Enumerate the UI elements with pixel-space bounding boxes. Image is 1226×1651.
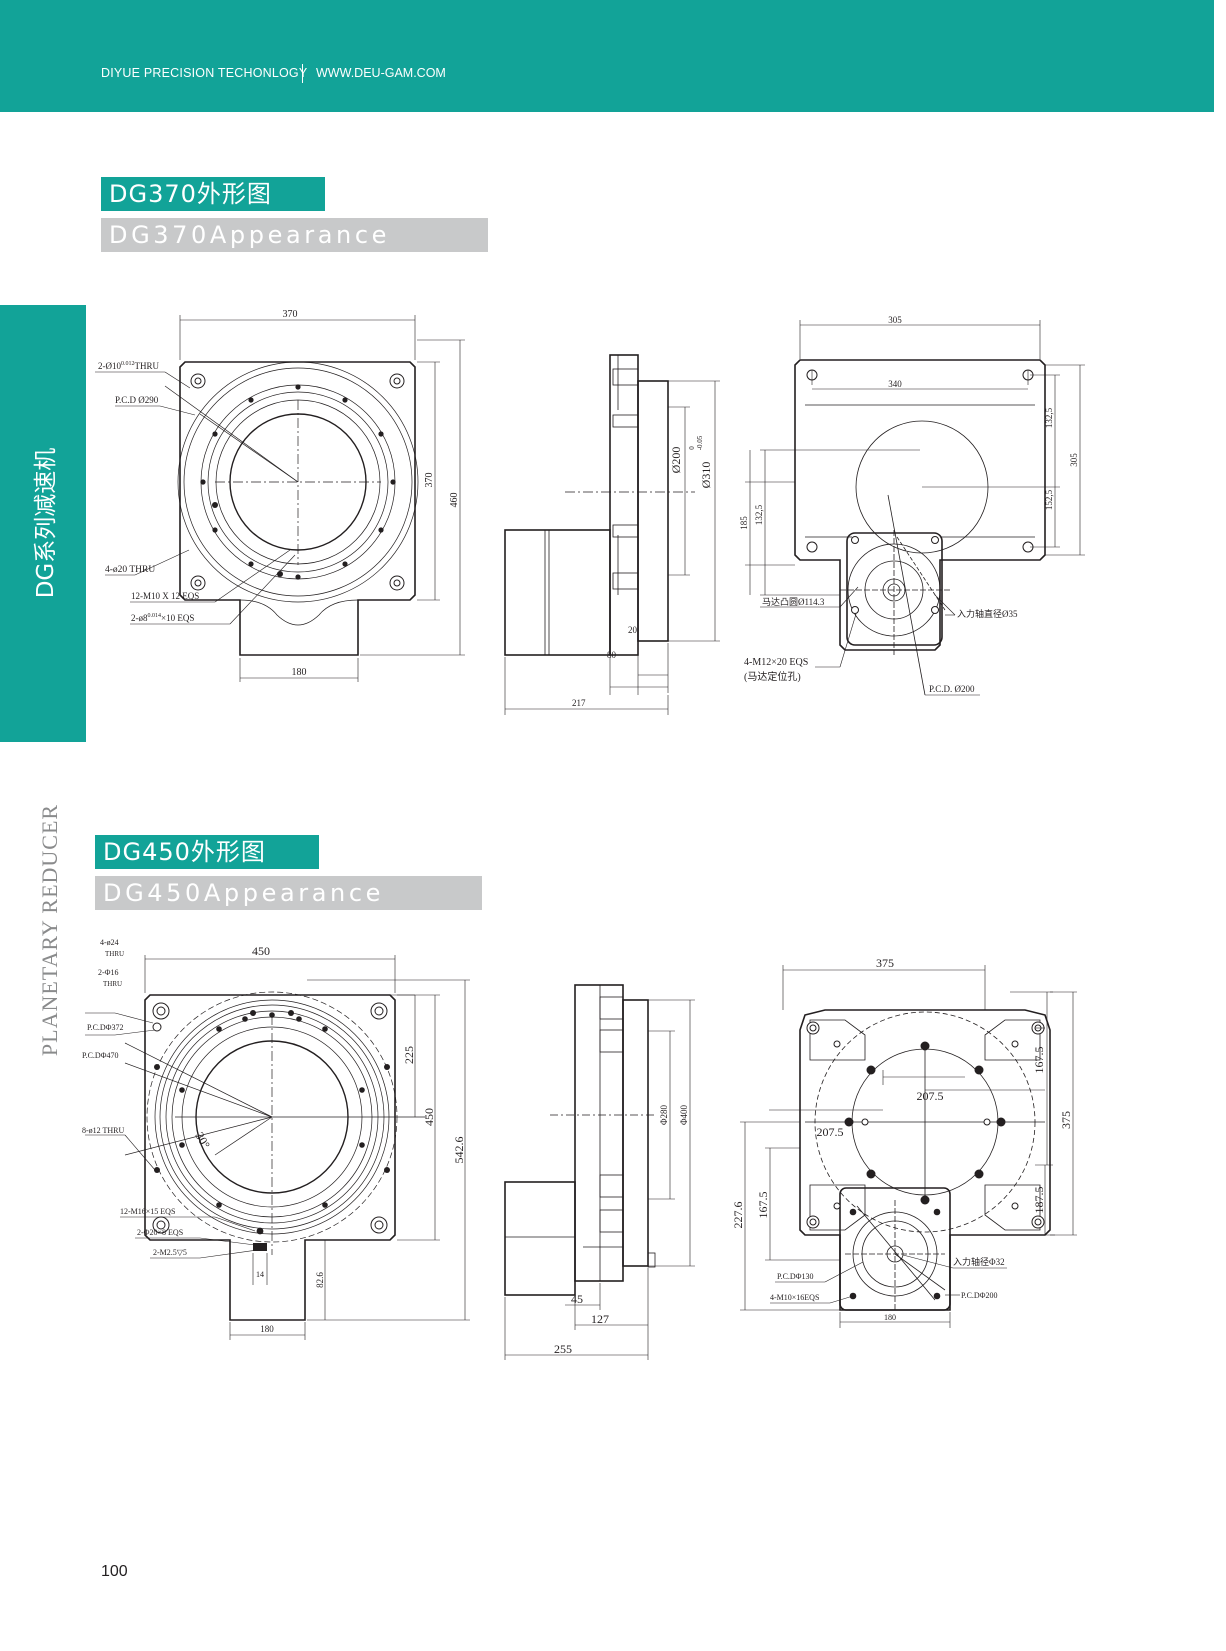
dg370-label-motor-holes-note: (马达定位孔) — [744, 670, 801, 683]
dg370-front-view: 370 370 460 180 2-Ø100.012THRU P.C.D Ø29… — [95, 309, 465, 682]
header-bar: DIYUE PRECISION TECHONLOGY WWW.DEU-GAM.C… — [0, 0, 1214, 112]
dg450-label-tapped: 12-M16×15 EQS — [120, 1207, 175, 1216]
side-tab: DG系列减速机 — [0, 305, 86, 742]
dg370-dim-width: 370 — [283, 309, 298, 320]
dg450-label-tapped: 4-M10×16EQS — [770, 1293, 819, 1302]
dg450-back-dim-227: 227.6 — [731, 1202, 745, 1229]
website-link[interactable]: WWW.DEU-GAM.COM — [316, 66, 446, 80]
dg370-back-dim-132-top: 132,5 — [1044, 407, 1054, 428]
dg450-back-dim-180: 180 — [884, 1313, 896, 1322]
dg450-label-holes-24-thru: THRU — [105, 950, 124, 958]
dg370-back-dim-185: 185 — [739, 516, 749, 530]
header-divider — [302, 64, 303, 83]
dg450-dim-255: 255 — [554, 1342, 572, 1356]
dg370-label-input-shaft: 入力轴直径Ø35 — [957, 608, 1018, 619]
dg450-dim-dia-280: Φ280 — [659, 1104, 669, 1125]
dg370-label-tapped: 12-M10 X 12 EQS — [131, 591, 199, 601]
dg450-label-small-tap: 2-M2.5▽5 — [153, 1248, 187, 1257]
dg370-dim-217: 217 — [572, 698, 586, 708]
dg450-label-holes-16: 2-Φ16 — [98, 968, 119, 977]
dg370-label-pcd: P.C.D Ø290 — [115, 395, 159, 405]
dg370-side-view: Ø200 Ø310 0 -0.05 20 80 217 — [504, 354, 720, 715]
dg370-back-dim-305-vertical: 305 — [1069, 453, 1079, 467]
dg450-dim-14: 14 — [256, 1270, 264, 1279]
dg370-back-dim-340: 340 — [888, 379, 902, 389]
dg450-back-dim-207-top: 207.5 — [917, 1089, 944, 1103]
dg450-dim-450: 450 — [422, 1108, 436, 1126]
side-vertical-text: PLANETARY REDUCER — [37, 803, 62, 1057]
side-tab-label: DG系列减速机 — [33, 447, 59, 599]
dg450-back-dim-375-vertical: 375 — [1059, 1111, 1073, 1129]
dg370-label-pin-holes: 2-Ø100.012THRU — [98, 361, 160, 371]
dg450-label-pcd-130: P.C.DΦ130 — [777, 1272, 814, 1281]
brand-name: DIYUE PRECISION TECHONLOGY — [101, 66, 308, 80]
dg370-label-motor-holes: 4-M12×20 EQS — [744, 657, 808, 668]
dg370-dim-dia-310: Ø310 — [699, 462, 713, 489]
dg450-back-dim-187: 187.5 — [1032, 1187, 1046, 1214]
dg450-dim-82: 82.6 — [315, 1272, 325, 1288]
dg450-label-pcd-372: P.C.DΦ372 — [87, 1023, 124, 1032]
section-title-cn-dg370: DG370外形图 — [101, 177, 325, 211]
dg450-back-dim-207-left: 207.5 — [817, 1125, 844, 1139]
dg450-back-dim-167-left: 167.5 — [756, 1192, 770, 1219]
dg370-dim-dia-310-tol-lower: -0.05 — [696, 435, 704, 450]
dg450-label-pcd-470: P.C.DΦ470 — [82, 1051, 119, 1060]
dg450-dim-542: 542.6 — [452, 1137, 466, 1164]
page-number: 100 — [101, 1563, 128, 1580]
dg450-label-dowel: 2-Φ20×8 EQS — [137, 1228, 183, 1237]
dg450-back-dim-375: 375 — [876, 956, 894, 970]
dg370-dim-dia-310-tol-upper: 0 — [688, 446, 696, 450]
section-title-cn-dg450: DG450外形图 — [95, 835, 319, 869]
dg370-dim-dia-200: Ø200 — [669, 447, 683, 474]
dg370-back-view: 305 340 132,5 152,5 305 132,5 185 马达凸圆Ø1… — [739, 315, 1085, 696]
section-title-en-dg450: DG450Appearance Figure — [95, 876, 482, 941]
dg370-back-dim-305: 305 — [888, 315, 902, 325]
dg370-dim-bottom-width: 180 — [292, 667, 307, 678]
dg370-back-dim-132-left: 132,5 — [754, 504, 764, 525]
dg370-dim-20: 20 — [628, 625, 638, 635]
dg370-dim-80: 80 — [607, 650, 617, 660]
dg370-label-motor-boss: 马达凸圆Ø114.3 — [762, 596, 825, 607]
dg370-label-mount-holes: 4-ø20 THRU — [105, 565, 155, 575]
section-title-en-dg370: DG370Appearance Figure — [101, 218, 488, 283]
dg450-dim-180: 180 — [260, 1324, 274, 1334]
dg450-label-holes-24: 4-ø24 — [100, 938, 119, 947]
dg450-back-dim-167-right: 167.5 — [1032, 1047, 1046, 1074]
dg450-dim-45: 45 — [571, 1292, 583, 1306]
dg450-back-view: 375 207.5 207.5 167.5 187.5 375 227.6 16… — [731, 956, 1077, 1328]
dg450-front-view: 450 4-ø24 THRU 2-Φ16 THRU P.C.DΦ372 P.C.… — [82, 938, 470, 1340]
dg450-label-holes-16-thru: THRU — [103, 980, 122, 988]
dg370-back-dim-152-bottom: 152,5 — [1044, 489, 1054, 510]
dg370-label-pcd-200: P.C.D. Ø200 — [929, 684, 975, 694]
dg450-label-input-shaft: 入力轴径Φ32 — [953, 1256, 1005, 1267]
dg450-side-view: Φ280 Φ400 45 127 255 — [504, 984, 695, 1360]
dg370-label-dowel: 2-ø80.014×10 EQS — [131, 613, 194, 623]
dg450-dim-225: 225 — [402, 1046, 416, 1064]
dg450-dim-width: 450 — [252, 944, 270, 958]
dg450-dim-dia-400: Φ400 — [679, 1104, 689, 1125]
dg450-label-holes-12: 8-ø12 THRU — [82, 1126, 125, 1135]
dg450-label-pcd-200: P.C.DΦ200 — [961, 1291, 998, 1300]
dg370-dim-height-inner: 370 — [424, 473, 435, 488]
dg370-dim-height-total: 460 — [449, 493, 460, 508]
dg450-dim-127: 127 — [591, 1312, 609, 1326]
